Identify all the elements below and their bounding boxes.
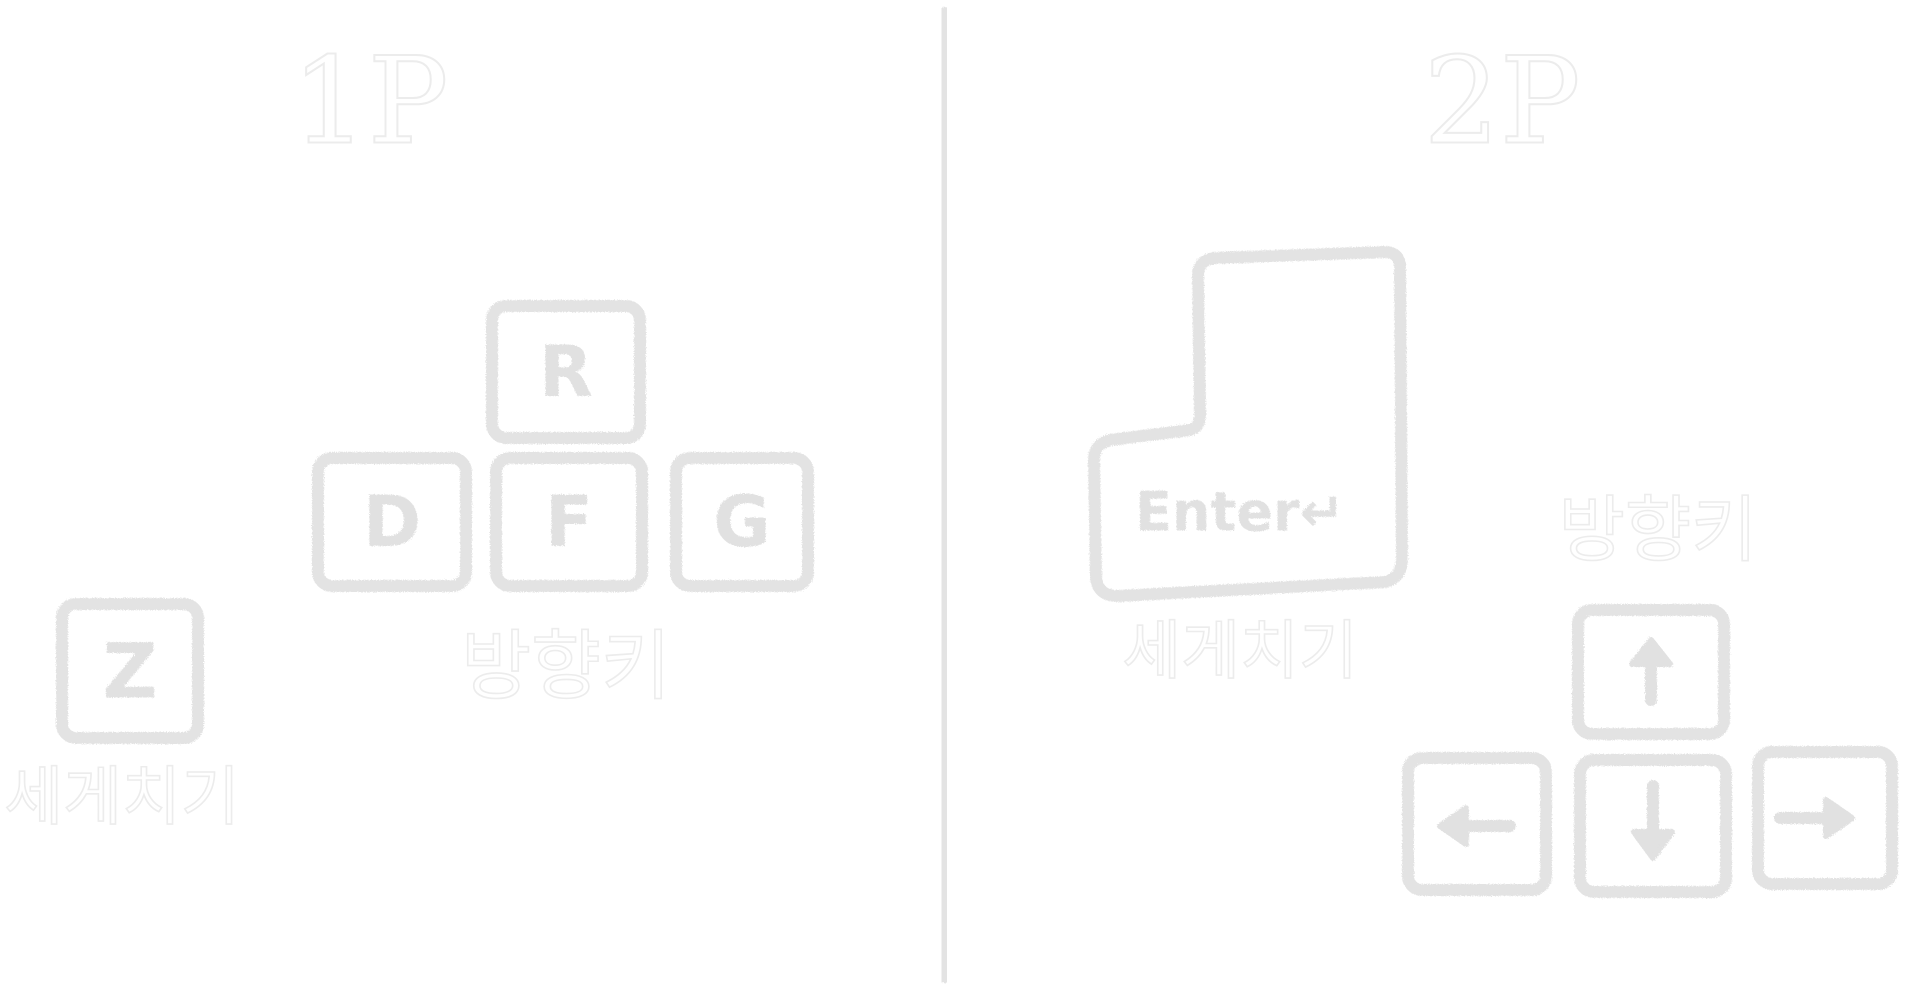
- p1-key-right: G: [670, 452, 814, 592]
- p1-key-down-label: F: [545, 481, 593, 563]
- p2-key-right: [1752, 746, 1898, 890]
- p1-hit-label: 세게치기: [4, 761, 240, 835]
- arrow-up-icon: [1629, 637, 1673, 706]
- p2-key-hit-label: Enter↵: [1135, 481, 1345, 544]
- p1-direction-label: 방향키: [461, 622, 671, 711]
- p2-direction-label: 방향키: [1559, 488, 1758, 572]
- arrow-right-icon: [1774, 797, 1855, 839]
- player2-title: 2P: [1423, 33, 1580, 172]
- p1-key-up: R: [486, 300, 646, 444]
- p1-key-down: F: [490, 452, 648, 592]
- arrow-down-icon: [1631, 780, 1675, 861]
- p1-key-hit: Z: [56, 598, 204, 744]
- arrow-left-icon: [1437, 805, 1516, 847]
- p1-key-left-label: D: [363, 481, 421, 563]
- p2-key-left: [1402, 752, 1552, 896]
- p1-key-hit-label: Z: [102, 627, 157, 716]
- p1-key-up-label: R: [539, 331, 593, 413]
- p2-hit-label: 세게치기: [1122, 615, 1358, 689]
- p1-key-right-label: G: [713, 481, 770, 563]
- p2-key-down: [1574, 754, 1732, 898]
- p2-key-up: [1572, 604, 1730, 740]
- center-divider: [934, 7, 955, 983]
- player1-title: 1P: [291, 33, 448, 172]
- p1-key-left: D: [312, 452, 472, 592]
- p2-key-hit: Enter↵: [1088, 246, 1408, 602]
